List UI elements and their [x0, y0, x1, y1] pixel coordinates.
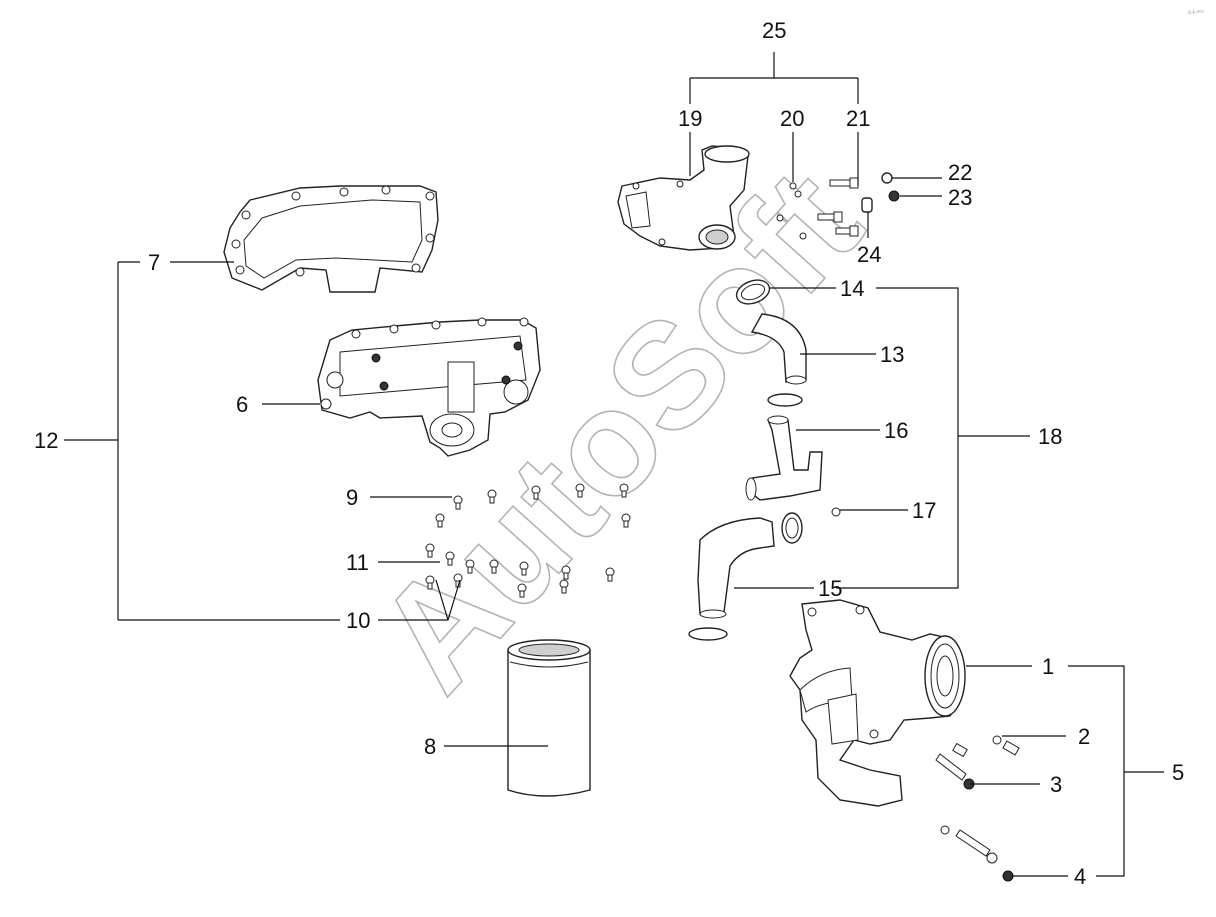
callout-16: 16: [884, 418, 908, 443]
part-1-water-pump: [789, 599, 966, 807]
callout-13: 13: [880, 342, 904, 367]
small-bolt: [531, 485, 541, 500]
callout-labels: 25 19 20 21 22 23 24 7 6 12 9 11 10 8 14…: [34, 18, 1184, 889]
small-bolt: [425, 575, 435, 590]
callout-2: 2: [1078, 724, 1090, 749]
callout-1: 1: [1042, 654, 1054, 679]
callout-18: 18: [1038, 424, 1062, 449]
callout-7: 7: [148, 250, 160, 275]
callout-21: 21: [846, 106, 870, 131]
leader-lines: [64, 52, 1164, 877]
small-bolt: [605, 567, 615, 582]
clamp-lower: [688, 627, 728, 641]
small-bolt: [489, 559, 499, 574]
callout-15: 15: [818, 576, 842, 601]
small-bolt: [425, 543, 435, 558]
callout-19: 19: [678, 106, 702, 131]
callout-6: 6: [236, 392, 248, 417]
part-7-gasket: [223, 185, 439, 293]
callout-25: 25: [762, 18, 786, 43]
part-13-hose: [750, 313, 807, 385]
small-bolt: [465, 559, 475, 574]
callout-24: 24: [857, 242, 881, 267]
small-bolt: [453, 495, 463, 510]
callout-14: 14: [840, 276, 864, 301]
clamp-upper: [767, 393, 803, 407]
part-15-hose: [697, 517, 775, 619]
callout-10: 10: [346, 608, 370, 633]
part-6-cooler-housing: [317, 317, 541, 457]
fasteners-20-24: [776, 172, 900, 240]
callout-23: 23: [948, 185, 972, 210]
small-bolt: [487, 489, 497, 504]
fasteners-2-3-4: [935, 735, 1020, 882]
callout-11: 11: [346, 550, 369, 575]
small-bolt: [445, 551, 455, 566]
callout-20: 20: [780, 106, 804, 131]
small-bolt: [517, 583, 527, 598]
small-bolt: [519, 561, 529, 576]
part-19-thermostat-housing: [617, 145, 750, 251]
small-bolt: [559, 579, 569, 594]
callout-5: 5: [1172, 760, 1184, 785]
small-bolt: [435, 513, 445, 528]
part-16-pipe: [745, 415, 823, 501]
small-bolt: [561, 565, 571, 580]
small-bolt: [575, 483, 585, 498]
bolt-set-9-10-11: [425, 483, 631, 598]
callout-4: 4: [1074, 864, 1086, 889]
corner-mark: s-ŀ-ᵒᵒᵒ: [1188, 10, 1205, 16]
part-14-clamp: [735, 279, 771, 305]
callout-8: 8: [424, 734, 436, 759]
part-8-oil-filter: [507, 639, 591, 797]
callout-17: 17: [912, 498, 936, 523]
part-17-bolt: [831, 507, 841, 517]
callout-9: 9: [346, 485, 358, 510]
clamp-middle: [781, 512, 803, 544]
callout-22: 22: [948, 160, 972, 185]
callout-12: 12: [34, 428, 58, 453]
callout-3: 3: [1050, 772, 1062, 797]
small-bolt: [621, 513, 631, 528]
small-bolt: [619, 483, 629, 498]
